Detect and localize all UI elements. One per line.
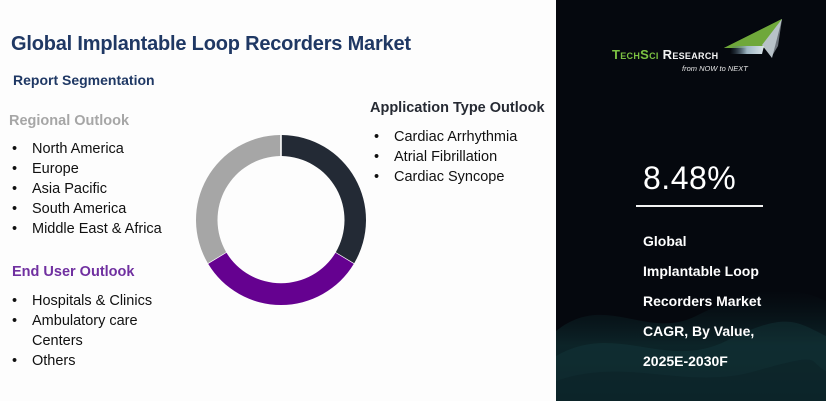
- cagr-panel: TechSci Research from NOW to NEXT: [556, 0, 826, 401]
- list-item: North America: [11, 139, 162, 159]
- list-item: Cardiac Arrhythmia: [373, 127, 544, 147]
- end-user-outlook-heading: End User Outlook: [12, 264, 135, 280]
- logo-wordmark-research: Research: [662, 47, 719, 62]
- list-item: Europe: [11, 159, 162, 179]
- end-user-outlook-list: Hospitals & Clinics Ambulatory care Cent…: [11, 291, 181, 371]
- regional-outlook-heading: Regional Outlook: [9, 113, 130, 129]
- regional-outlook-list: North America Europe Asia Pacific South …: [11, 139, 162, 239]
- cagr-label-line: Global: [643, 233, 687, 249]
- cagr-label-line: Implantable Loop: [643, 263, 759, 279]
- list-item: Atrial Fibrillation: [373, 147, 544, 167]
- donut-segment-application: [281, 135, 366, 264]
- logo-wordmark: TechSci Research: [612, 47, 718, 62]
- logo-tagline: from NOW to NEXT: [682, 64, 748, 73]
- cagr-label-line: 2025E-2030F: [643, 353, 728, 369]
- logo-arrow-icon: [724, 19, 782, 58]
- list-item: Ambulatory care Centers: [11, 311, 181, 351]
- cagr-label: Global Implantable Loop Recorders Market…: [643, 226, 783, 376]
- page-title: Global Implantable Loop Recorders Market: [11, 33, 411, 55]
- segmentation-donut-chart: [196, 135, 366, 306]
- donut-segment-regional: [196, 135, 281, 264]
- cagr-label-line: Recorders Market: [643, 293, 762, 309]
- techsci-research-logo: TechSci Research from NOW to NEXT: [612, 16, 792, 76]
- list-item: South America: [11, 199, 162, 219]
- cagr-divider: [636, 205, 763, 207]
- logo-wordmark-techsci: TechSci: [612, 47, 659, 62]
- list-item: Hospitals & Clinics: [11, 291, 181, 311]
- list-item: Asia Pacific: [11, 179, 162, 199]
- list-item: Others: [11, 351, 181, 371]
- application-type-outlook-list: Cardiac Arrhythmia Atrial Fibrillation C…: [369, 127, 544, 187]
- wave-background-graphic: [556, 290, 826, 401]
- cagr-label-line: CAGR, By Value,: [643, 323, 755, 339]
- list-item: Cardiac Syncope: [373, 167, 544, 187]
- page-subtitle: Report Segmentation: [13, 72, 155, 88]
- cagr-value: 8.48%: [643, 160, 737, 196]
- list-item: Middle East & Africa: [11, 219, 162, 239]
- application-type-outlook-heading: Application Type Outlook: [370, 100, 545, 116]
- donut-segment-end-user: [208, 252, 354, 306]
